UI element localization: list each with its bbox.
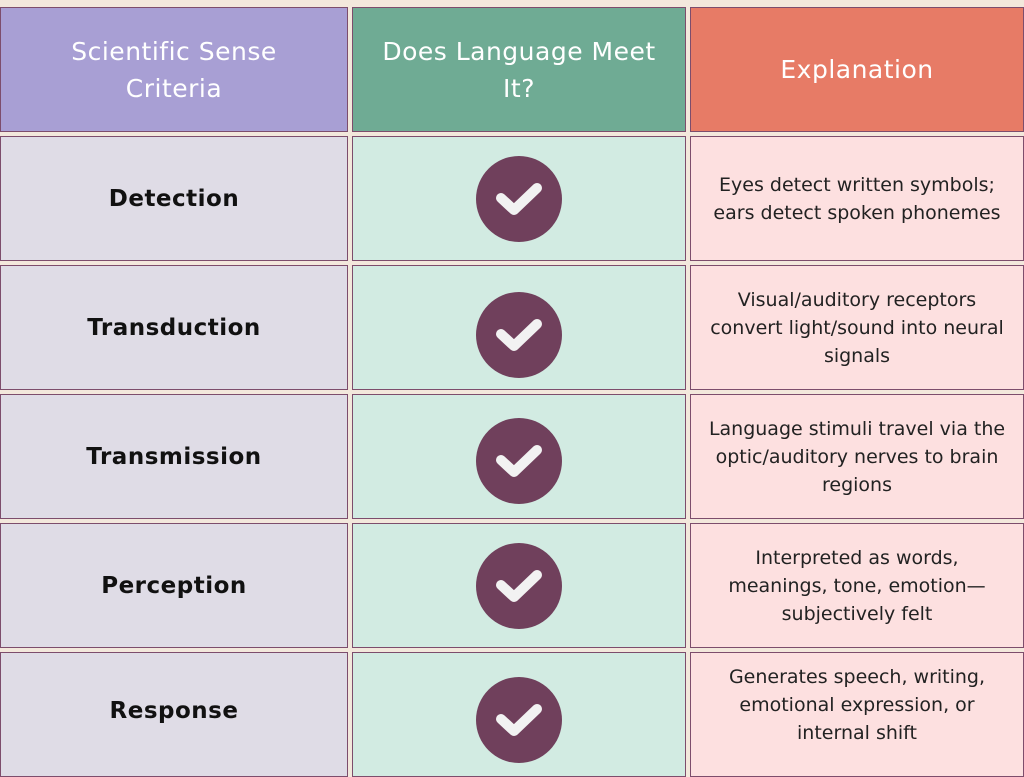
header-explanation: Explanation (690, 7, 1024, 132)
explanation-text: Generates speech, writing, emotional exp… (728, 665, 986, 744)
header-explanation-label: Explanation (780, 55, 934, 84)
criterion-label: Perception (101, 572, 247, 599)
check-icon (476, 542, 562, 629)
table-row-meets (352, 136, 686, 261)
table-row-criterion: Transmission (0, 394, 348, 519)
criterion-label: Transmission (86, 443, 262, 470)
table-row-meets (352, 394, 686, 519)
check-icon (476, 676, 562, 763)
table-row-criterion: Response (0, 652, 348, 777)
table-row-explanation: Language stimuli travel via the optic/au… (690, 394, 1024, 519)
table-row-criterion: Detection (0, 136, 348, 261)
header-criteria: Scientific Sense Criteria (0, 7, 348, 132)
table-row-criterion: Perception (0, 523, 348, 648)
table-row-explanation: Eyes detect written symbols; ears detect… (690, 136, 1024, 261)
criterion-label: Response (109, 697, 239, 724)
criterion-label: Transduction (87, 314, 261, 341)
check-icon (476, 291, 562, 378)
table-row-meets (352, 652, 686, 777)
explanation-text: Eyes detect written symbols; ears detect… (713, 173, 1001, 224)
table-row-explanation: Interpreted as words, meanings, tone, em… (690, 523, 1024, 648)
table-row-explanation: Generates speech, writing, emotional exp… (690, 652, 1024, 777)
table-row-criterion: Transduction (0, 265, 348, 390)
criterion-label: Detection (108, 185, 240, 212)
explanation-text: Interpreted as words, meanings, tone, em… (728, 546, 986, 625)
header-meets-label: Does Language Meet It? (382, 36, 656, 103)
header-criteria-label: Scientific Sense Criteria (71, 36, 277, 103)
table-row-meets (352, 523, 686, 648)
check-icon (476, 155, 562, 242)
explanation-text: Language stimuli travel via the optic/au… (708, 417, 1006, 496)
table-row-meets (352, 265, 686, 390)
header-meets: Does Language Meet It? (352, 7, 686, 132)
check-icon (476, 417, 562, 504)
table-row-explanation: Visual/auditory receptors convert light/… (690, 265, 1024, 390)
explanation-text: Visual/auditory receptors convert light/… (710, 288, 1004, 367)
